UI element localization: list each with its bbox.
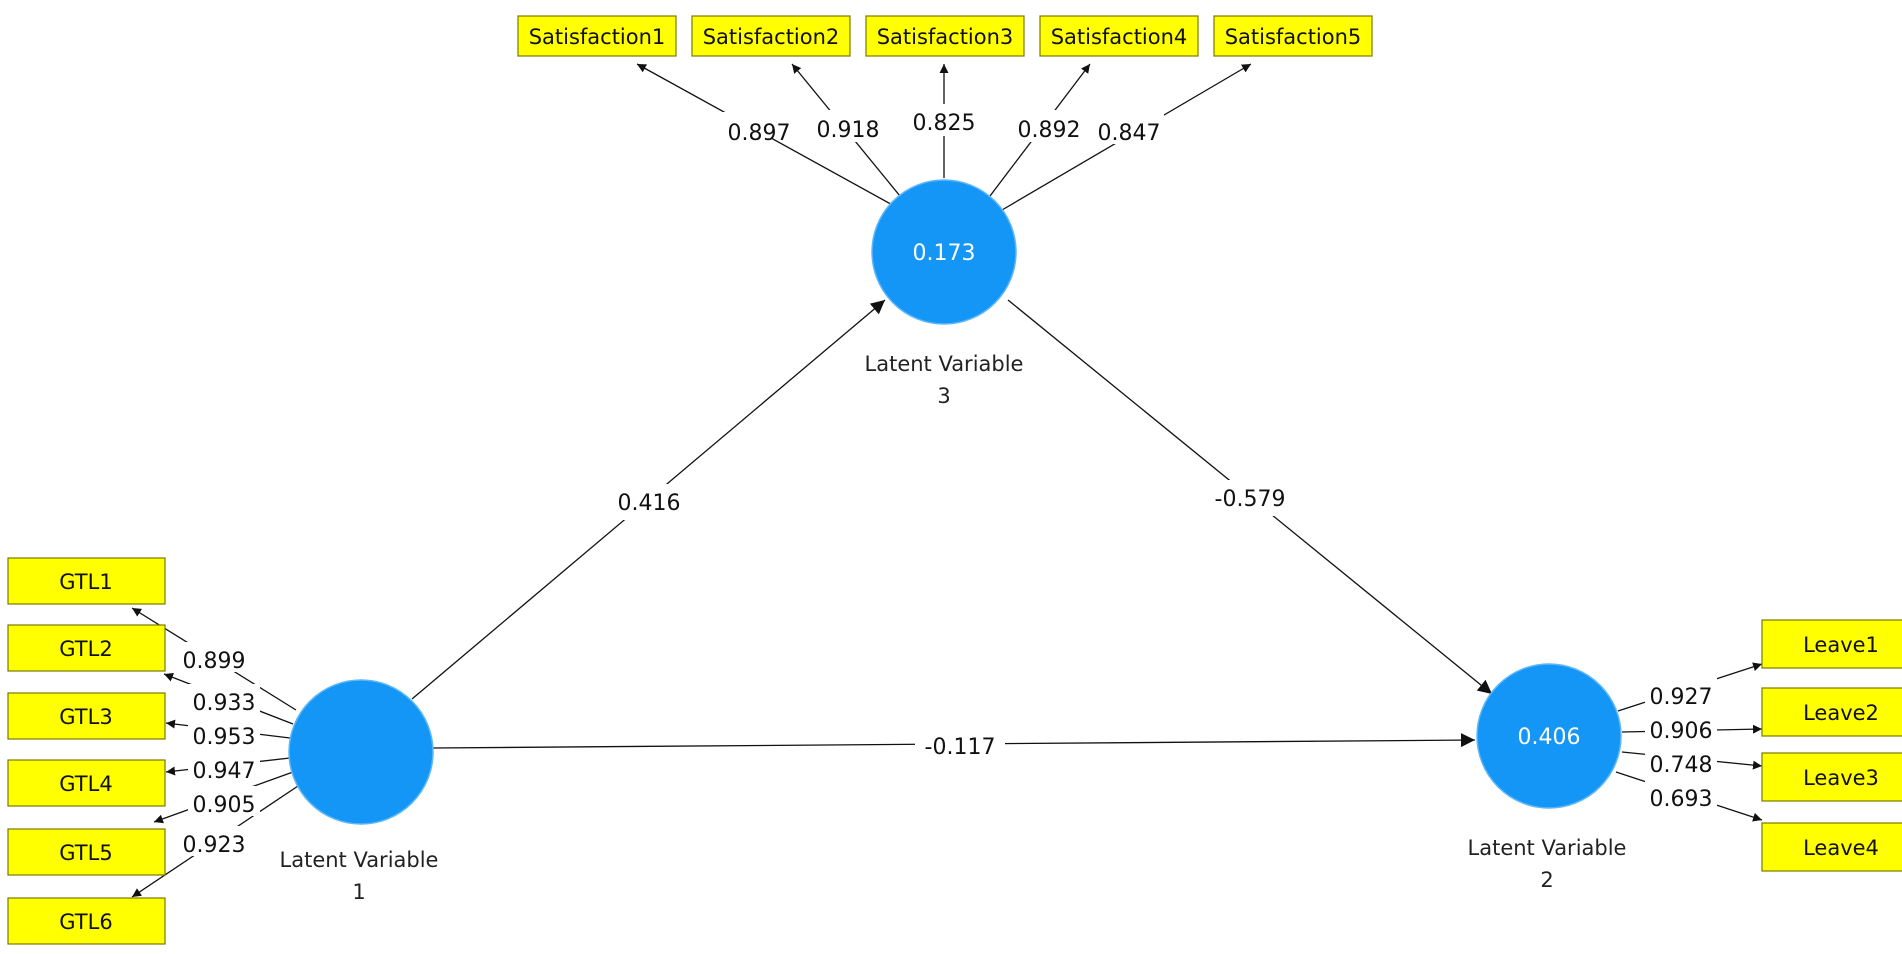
loading-satisfaction2: 0.918 <box>817 118 880 143</box>
loading-leave1: 0.927 <box>1650 685 1713 710</box>
indicator-satisfaction2-label: Satisfaction2 <box>703 25 840 49</box>
indicator-satisfaction2[interactable]: Satisfaction2 <box>691 15 851 57</box>
loading-gtl4: 0.947 <box>193 759 256 784</box>
path-coef-lv3-lv2: -0.579 <box>1215 487 1286 512</box>
indicator-satisfaction4[interactable]: Satisfaction4 <box>1039 15 1199 57</box>
indicator-gtl5[interactable]: GTL5 <box>7 828 166 876</box>
latent-variable-3-r2: 0.173 <box>913 241 976 266</box>
loading-leave4: 0.693 <box>1650 787 1713 812</box>
indicator-satisfaction4-label: Satisfaction4 <box>1051 25 1188 49</box>
loading-gtl6: 0.923 <box>183 833 246 858</box>
indicator-gtl4[interactable]: GTL4 <box>7 759 166 807</box>
loading-gtl1: 0.899 <box>183 649 246 674</box>
indicator-leave4-label: Leave4 <box>1803 836 1879 860</box>
gtl-indicators: 0.899 0.933 0.953 0.947 0.905 0.923 GTL1… <box>7 557 299 945</box>
indicator-gtl5-label: GTL5 <box>59 841 112 865</box>
indicator-leave1[interactable]: Leave1 <box>1761 619 1902 669</box>
leave-indicators: 0.927 0.906 0.748 0.693 Leave1 Leave2 Le… <box>1615 619 1902 872</box>
latent-variable-2[interactable]: 0.406 <box>1476 663 1622 809</box>
path-coef-lv1-lv3: 0.416 <box>618 491 681 516</box>
indicator-gtl6-label: GTL6 <box>59 910 112 934</box>
indicator-satisfaction3[interactable]: Satisfaction3 <box>865 15 1025 57</box>
indicator-leave2[interactable]: Leave2 <box>1761 687 1902 737</box>
loading-leave3: 0.748 <box>1650 753 1713 778</box>
loading-satisfaction3: 0.825 <box>913 111 976 136</box>
latent-variable-1-name-line1: Latent Variable <box>280 848 439 872</box>
latent-variable-3[interactable]: 0.173 <box>871 179 1017 325</box>
indicator-satisfaction5[interactable]: Satisfaction5 <box>1213 15 1373 57</box>
path-coef-lv1-lv2: -0.117 <box>925 735 996 760</box>
indicator-gtl1-label: GTL1 <box>59 570 112 594</box>
indicator-leave3[interactable]: Leave3 <box>1761 752 1902 802</box>
indicator-satisfaction1[interactable]: Satisfaction1 <box>517 15 677 57</box>
loading-gtl3: 0.953 <box>193 725 256 750</box>
latent-variable-1[interactable] <box>288 679 434 825</box>
latent-variable-3-name-line2: 3 <box>937 384 950 408</box>
loading-gtl5: 0.905 <box>193 793 256 818</box>
indicator-leave1-label: Leave1 <box>1803 633 1879 657</box>
indicator-satisfaction5-label: Satisfaction5 <box>1225 25 1362 49</box>
loading-satisfaction1: 0.897 <box>728 121 791 146</box>
latent-variable-2-r2: 0.406 <box>1518 725 1581 750</box>
indicator-gtl6[interactable]: GTL6 <box>7 897 166 945</box>
latent-variable-1-name-line2: 1 <box>352 880 365 904</box>
loading-satisfaction5: 0.847 <box>1098 121 1161 146</box>
indicator-gtl3-label: GTL3 <box>59 705 112 729</box>
indicator-gtl1[interactable]: GTL1 <box>7 557 166 605</box>
loading-gtl2: 0.933 <box>193 691 256 716</box>
indicator-gtl3[interactable]: GTL3 <box>7 692 166 740</box>
indicator-satisfaction3-label: Satisfaction3 <box>877 25 1014 49</box>
latent-variable-2-name-line1: Latent Variable <box>1468 836 1627 860</box>
loading-satisfaction4: 0.892 <box>1018 118 1081 143</box>
latent-variable-3-name-line1: Latent Variable <box>865 352 1024 376</box>
indicator-leave3-label: Leave3 <box>1803 766 1879 790</box>
indicator-leave4[interactable]: Leave4 <box>1761 822 1902 872</box>
indicator-gtl4-label: GTL4 <box>59 772 112 796</box>
loading-leave2: 0.906 <box>1650 719 1713 744</box>
indicator-gtl2-label: GTL2 <box>59 637 112 661</box>
satisfaction-indicators: 0.897 0.918 0.825 0.892 0.847 Satisfacti… <box>517 15 1373 211</box>
latent-variable-2-name-line2: 2 <box>1540 868 1553 892</box>
indicator-leave2-label: Leave2 <box>1803 701 1879 725</box>
path-coefficients: 0.416 -0.579 -0.117 <box>611 480 1295 762</box>
indicator-satisfaction1-label: Satisfaction1 <box>529 25 666 49</box>
indicator-gtl2[interactable]: GTL2 <box>7 624 166 672</box>
